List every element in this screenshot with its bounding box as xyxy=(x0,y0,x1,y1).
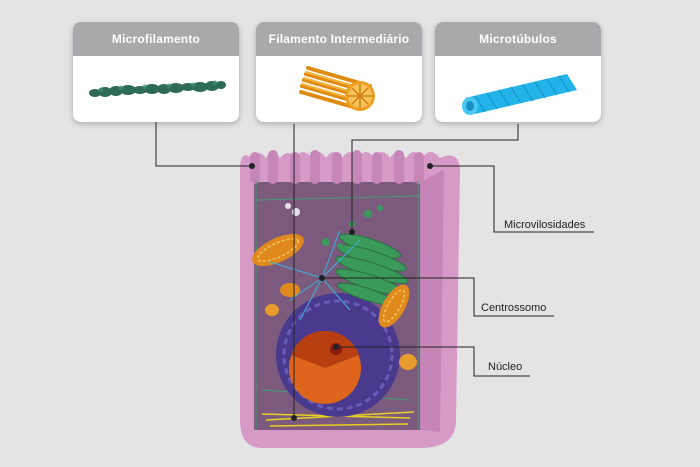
microvilli xyxy=(250,150,424,184)
microfilamento-title: Microfilamento xyxy=(73,22,239,56)
label-centrossomo: Centrossomo xyxy=(481,302,547,314)
microtubulos-image xyxy=(462,74,577,115)
filamento-intermediario-image xyxy=(299,66,375,111)
golgi-apparatus xyxy=(335,233,409,306)
membrane-side xyxy=(420,170,444,432)
centrosome-microtubules xyxy=(269,229,361,321)
lysosome xyxy=(285,203,291,209)
filamento-intermediario-title: Filamento Intermediário xyxy=(256,22,422,56)
nucleus-cut xyxy=(291,330,359,368)
microtubulos-title: Microtúbulos xyxy=(435,22,601,56)
er-folds xyxy=(282,299,394,411)
microfilamento-image xyxy=(89,80,226,97)
leader-dots xyxy=(249,163,433,421)
mitochondria xyxy=(252,233,417,370)
vesicles xyxy=(322,205,383,249)
filamento-intermediario-card: Filamento Intermediário xyxy=(256,22,422,122)
lysosome xyxy=(292,208,300,216)
leader-lines xyxy=(155,122,594,418)
label-nucleo: Núcleo xyxy=(488,361,523,373)
label-microvilosidades: Microvilosidades xyxy=(504,219,586,231)
microtubulos-card: Microtúbulos xyxy=(435,22,601,122)
microfilamento-card: Microfilamento xyxy=(73,22,239,122)
